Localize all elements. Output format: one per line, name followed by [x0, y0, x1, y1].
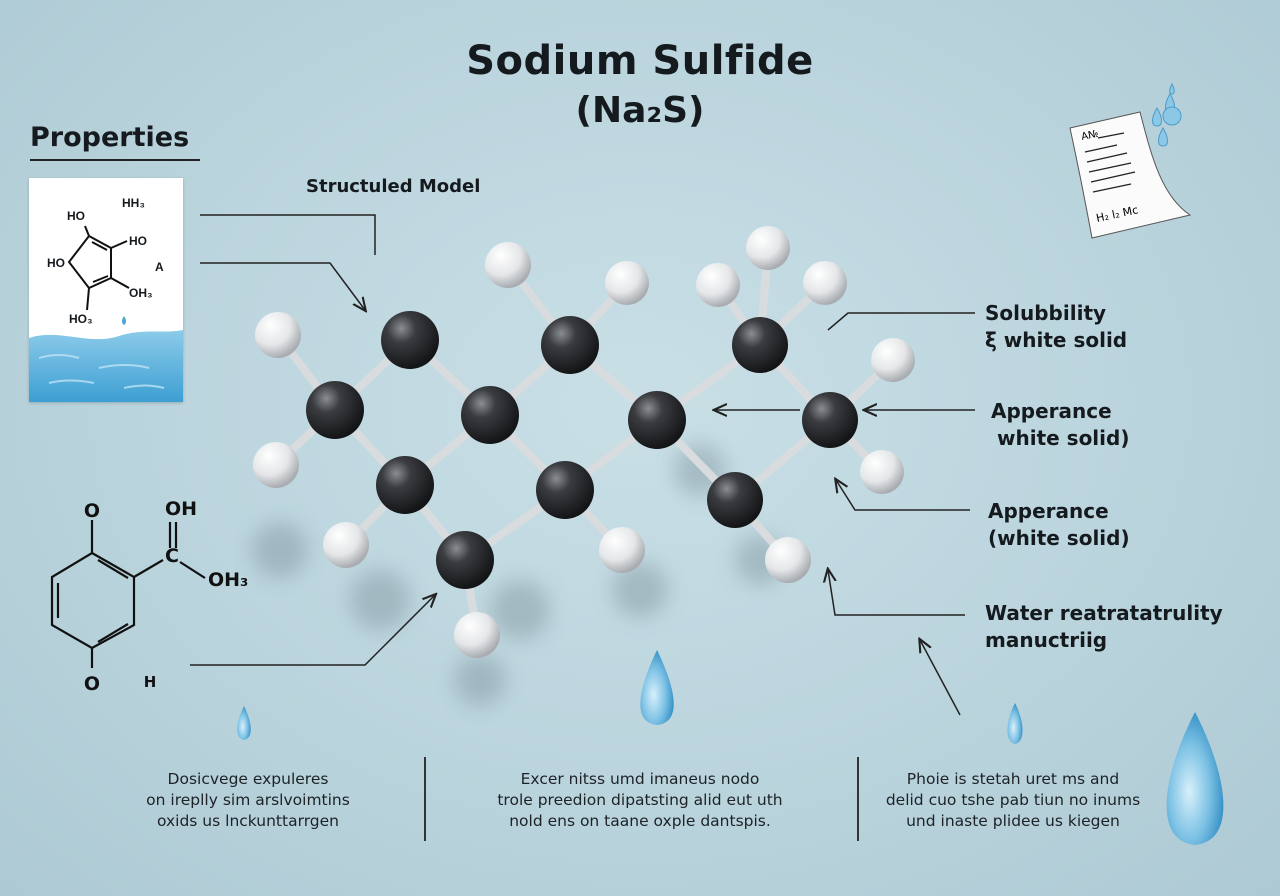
property-value: ξ white solid: [985, 328, 1128, 352]
property-appearance: Apperance white solid): [991, 398, 1129, 452]
note-sheet-icon: A№ H₂ l₂ Mc: [1069, 82, 1192, 239]
footer-line: trole preedion dipatsting alid eut uth: [497, 791, 783, 809]
callout-lines: [190, 214, 975, 716]
footer-line: nold ens on taane oxple dantspis.: [509, 812, 771, 830]
model-label: Structuled Model: [306, 176, 481, 197]
atom-label: C: [165, 545, 179, 567]
property-title: Apperance: [988, 499, 1109, 523]
property-value: (white solid): [988, 526, 1130, 550]
page-title: Sodium Sulfide: [466, 38, 814, 84]
property-solubility: Solubbility ξ white solid: [985, 300, 1127, 354]
structure-card: HH₃ HO HO HO A OH₃ HO₃: [29, 178, 183, 402]
card-label: HH₃: [122, 196, 145, 210]
property-appearance-2: Apperance (white solid): [988, 498, 1130, 552]
footer-divider: [857, 757, 859, 841]
property-value: manuctriig: [985, 628, 1108, 652]
footer-line: und inaste plidee us kiegen: [906, 812, 1120, 830]
note-heading: A№: [1080, 129, 1099, 143]
property-title: Apperance: [991, 399, 1112, 423]
card-label: OH₃: [129, 286, 153, 300]
card-label: HO: [67, 209, 85, 223]
hydrogen-atoms: [253, 226, 915, 658]
atom-label: H: [144, 673, 157, 691]
ring-structure-illustration: [29, 225, 183, 402]
footer-column-2: Excer nitss umd imaneus nodo trole preed…: [490, 769, 790, 832]
property-water-reactivity: Water reatratatrulity manuctriig: [985, 600, 1223, 654]
footer-line: delid cuo tshe pab tiun no inums: [885, 791, 1141, 809]
footer-column-3: Phoie is stetah uret ms and delid cuo ts…: [863, 769, 1163, 832]
card-label: HO: [129, 234, 147, 248]
card-label: A: [155, 260, 164, 274]
footer-column-1: Dosicvege expuleres on ireplly sim arslv…: [98, 769, 398, 832]
property-title: Water reatratatrulity: [985, 601, 1223, 625]
water-drop-icons: [237, 650, 1224, 845]
atom-label: O: [84, 500, 100, 522]
footer-line: Excer nitss umd imaneus nodo: [520, 770, 760, 788]
footer-divider: [424, 757, 426, 841]
atom-label: OH₃: [208, 569, 248, 591]
footer-line: on ireplly sim arslvoimtins: [146, 791, 350, 809]
molecule-shadow: [252, 444, 785, 706]
footer-line: Phoie is stetah uret ms and: [906, 770, 1120, 788]
atom-label: OH: [165, 498, 197, 520]
atom-label: O: [84, 673, 100, 695]
property-value: white solid): [997, 426, 1130, 450]
footer-line: Dosicvege expuleres: [167, 770, 329, 788]
card-label: HO₃: [69, 312, 93, 326]
properties-heading: Properties: [30, 122, 200, 161]
carbon-atoms: [306, 311, 858, 589]
chemical-formula: (Na₂S): [575, 90, 705, 131]
footer-line: oxids us lnckunttarrgen: [156, 812, 339, 830]
card-label: HO: [47, 256, 65, 270]
property-title: Solubbility: [985, 301, 1107, 325]
benzoquinone-structure: [50, 520, 206, 668]
